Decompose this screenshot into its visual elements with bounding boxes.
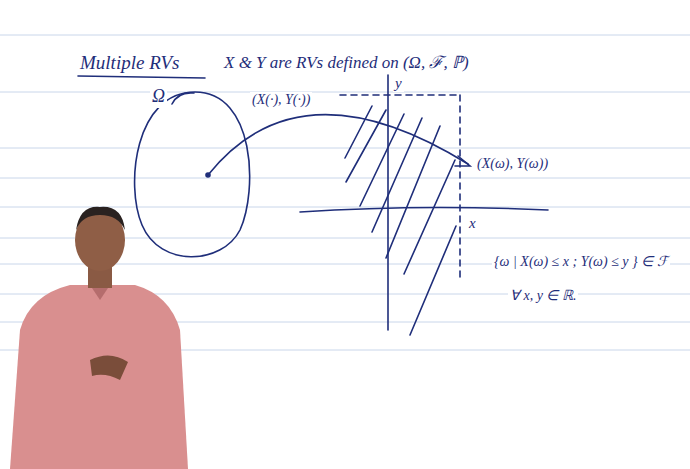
omega-leader (172, 93, 194, 104)
point-label: (X(ω), Y(ω)) (475, 156, 550, 173)
x-axis (300, 207, 548, 212)
axis-label: x (467, 214, 478, 232)
mapping-label: (X(·), Y(·)) (250, 92, 312, 109)
title-underline (78, 76, 205, 78)
heading-note: X & Y are RVs defined on (Ω, ℱ, ℙ) (222, 53, 471, 73)
mapping-arrow (208, 115, 468, 175)
event-set: {ω | X(ω) ≤ x ; Y(ω) ≤ y } ∈ ℱ (492, 254, 670, 271)
dashed-x-level (459, 95, 461, 278)
dashed-y-level (340, 94, 460, 96)
sample-space-ellipse (135, 92, 250, 257)
hatching (345, 106, 456, 335)
sample-space-label: Ω (150, 86, 167, 108)
arrow-head (455, 156, 470, 166)
y-axis (387, 75, 389, 330)
page-title: Multiple RVs (80, 52, 179, 75)
quantifier-note: ∀ x, y ∈ ℝ. (508, 288, 578, 305)
axis-label: y (393, 74, 404, 92)
lecturer-figure (10, 207, 188, 469)
